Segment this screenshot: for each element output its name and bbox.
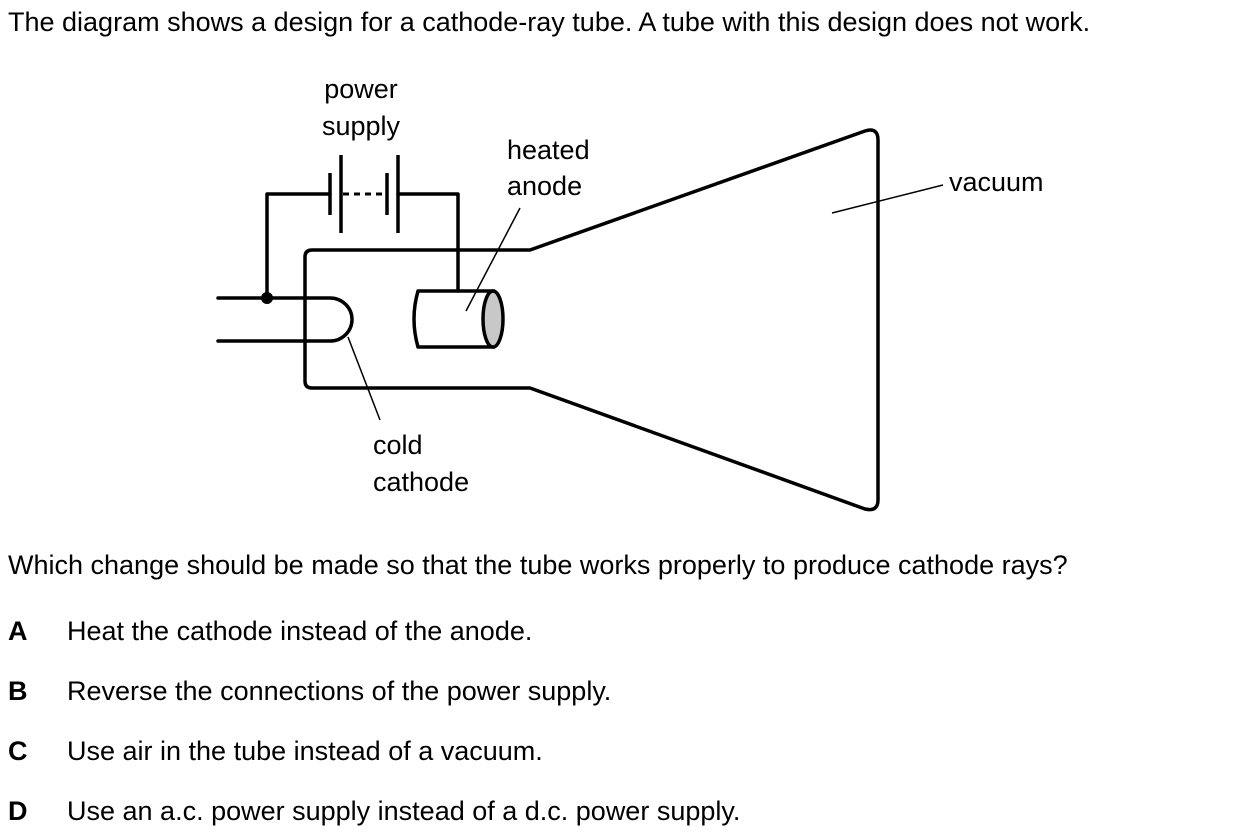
junction-dot (261, 292, 273, 304)
label-vacuum: vacuum (949, 167, 1044, 197)
label-heated-anode-line1: heated (507, 135, 590, 165)
wire-right (396, 192, 460, 293)
power-supply-cells (328, 155, 400, 233)
label-cold-cathode-line2: cathode (373, 467, 469, 497)
label-power-supply-line2: supply (322, 111, 401, 141)
leader-cold-cathode (347, 336, 381, 421)
option-text: Reverse the connections of the power sup… (67, 676, 612, 706)
option-text: Heat the cathode instead of the anode. (67, 616, 533, 646)
option-letter: D (8, 796, 28, 826)
leader-vacuum (831, 184, 944, 214)
option-text: Use an a.c. power supply instead of a d.… (67, 796, 741, 826)
cold-cathode-filament (216, 296, 354, 343)
question-text: Which change should be made so that the … (8, 550, 1068, 580)
label-heated-anode-line2: anode (507, 171, 582, 201)
heated-anode-cylinder (412, 289, 496, 349)
option-letter: B (8, 676, 28, 706)
option-b[interactable]: B Reverse the connections of the power su… (8, 673, 611, 709)
option-c[interactable]: C Use air in the tube instead of a vacuum… (8, 733, 543, 769)
option-letter: A (8, 616, 28, 646)
tube-outline (303, 128, 880, 512)
wire-left (265, 192, 332, 300)
label-power-supply-line1: power (324, 74, 398, 104)
option-text: Use air in the tube instead of a vacuum. (67, 736, 543, 766)
anode-end-face (481, 289, 505, 349)
option-a[interactable]: A Heat the cathode instead of the anode. (8, 613, 532, 649)
option-letter: C (8, 736, 28, 766)
intro-text: The diagram shows a design for a cathode… (8, 7, 1091, 37)
leader-heated-anode (465, 207, 521, 312)
label-cold-cathode-line1: cold (373, 430, 423, 460)
option-d[interactable]: D Use an a.c. power supply instead of a d… (8, 793, 740, 829)
